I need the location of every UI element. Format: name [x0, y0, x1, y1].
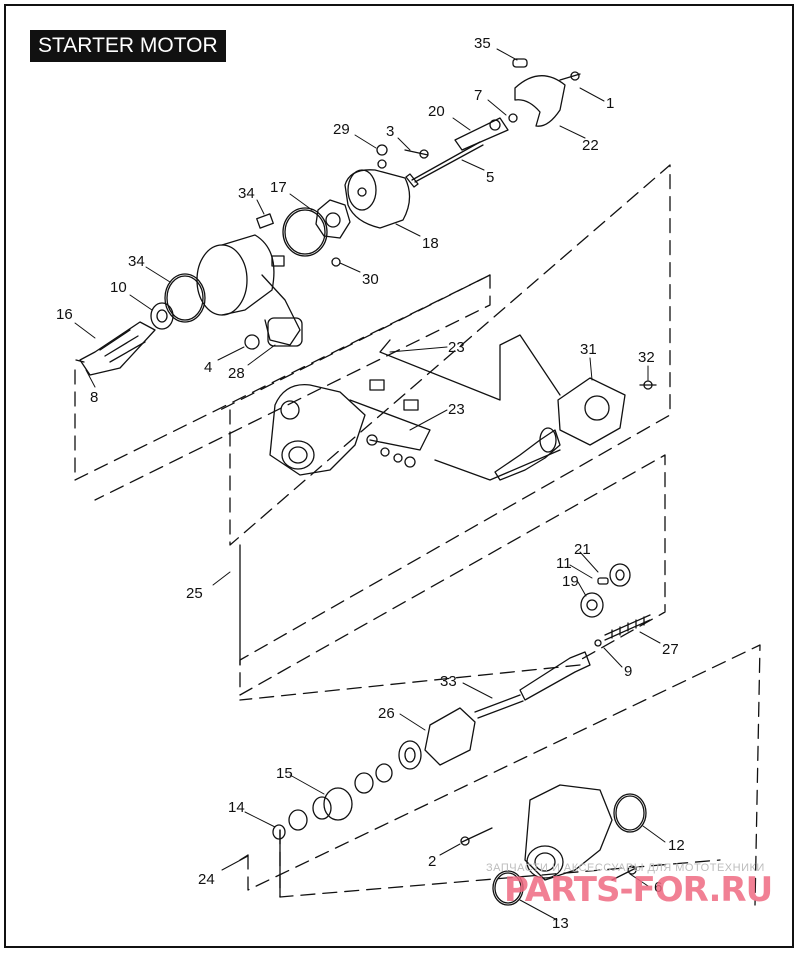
watermark-caption: ЗАПЧАСТИ И АКСЕССУАРЫ ДЛЯ МОТОТЕХНИКИ: [486, 862, 765, 874]
callout: 23: [448, 339, 465, 356]
end-housing-18: [344, 169, 411, 229]
drive-housing: [524, 784, 613, 881]
terminals-23: [366, 379, 419, 468]
callout: 17: [270, 179, 287, 196]
callout: 35: [474, 35, 491, 52]
ring-14: [288, 809, 308, 831]
callout: 34: [128, 253, 145, 270]
diagram-frame: [4, 4, 794, 948]
callout: 9: [624, 663, 632, 680]
group-bracket-lines: [239, 334, 561, 898]
callout: 26: [378, 705, 395, 722]
pin-11: [597, 577, 609, 585]
brush-plate-17: [315, 199, 351, 239]
callout: 7: [474, 87, 482, 104]
callout: 31: [580, 341, 597, 358]
callout: 32: [638, 349, 655, 366]
callout: 34: [238, 185, 255, 202]
callout: 11: [556, 555, 572, 572]
plunger: [494, 427, 561, 481]
callout: 19: [562, 573, 579, 590]
callout-labels: 35 1 20 7 29 3 22 5 17 34 18 34 10 30 16…: [56, 35, 685, 932]
brushes-34: [256, 213, 285, 267]
callout: 4: [204, 359, 212, 376]
callout: 2: [428, 853, 436, 870]
washer-29: [376, 144, 388, 169]
callout: 28: [228, 365, 245, 382]
callout: 29: [333, 121, 350, 138]
callout: 24: [198, 871, 215, 888]
nut-4: [244, 334, 260, 350]
pin-35: [512, 58, 528, 68]
callout: 12: [668, 837, 685, 854]
callout: 30: [362, 271, 379, 288]
shaft-33: [474, 651, 591, 719]
callout: 16: [56, 306, 73, 323]
spring-27: [604, 614, 651, 641]
nut-30: [331, 257, 341, 267]
callout: 20: [428, 103, 445, 120]
bearing-10: [150, 302, 174, 330]
callout: 8: [90, 389, 98, 406]
callout: 27: [662, 641, 679, 658]
callout: 21: [574, 541, 591, 558]
plate-31: [557, 377, 626, 446]
screw-32: [639, 380, 657, 390]
ball-9: [594, 639, 602, 647]
callout: 15: [276, 765, 293, 782]
end-cap-22: [514, 75, 566, 127]
pinion-15: [312, 763, 393, 821]
callout: 14: [228, 799, 245, 816]
armature-16: [75, 321, 156, 376]
watermark-logo: PARTS-FOR.RU: [504, 870, 773, 910]
callout: 18: [422, 235, 439, 252]
callout: 33: [440, 673, 457, 690]
o-ring-34-lower: [164, 273, 206, 323]
callout: 5: [486, 169, 494, 186]
callout: 3: [386, 123, 394, 140]
screw-1: [559, 71, 581, 81]
gear-19: [580, 592, 604, 618]
through-bolt-5: [405, 141, 484, 188]
callout: 1: [606, 95, 614, 112]
clutch-26: [398, 707, 476, 770]
brush-holder-20: [454, 113, 518, 151]
o-ring-13: [492, 870, 524, 906]
screw-6: [611, 865, 637, 881]
page-title: STARTER MOTOR: [30, 30, 226, 62]
gear-21: [609, 563, 631, 587]
solenoid-housing-25: [269, 384, 366, 476]
callout: 23: [448, 401, 465, 418]
callout: 6: [654, 879, 662, 896]
callout: 25: [186, 585, 203, 602]
o-ring-12: [613, 793, 647, 833]
screw-2: [460, 827, 493, 846]
callout: 10: [110, 279, 127, 296]
o-ring-34-upper: [282, 207, 328, 257]
callout: 13: [552, 915, 569, 932]
screw-3: [404, 149, 429, 159]
callout: 22: [582, 137, 599, 154]
leader-lines: [74, 48, 666, 921]
field-frame: [196, 234, 303, 347]
